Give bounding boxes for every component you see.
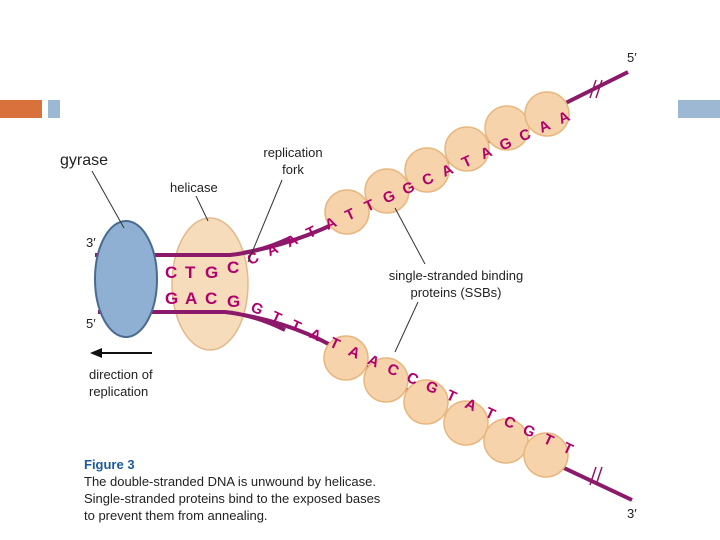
ssb-protein <box>443 400 489 446</box>
replication-fork-label-2: fork <box>282 162 304 177</box>
upper-break-mark <box>589 79 603 99</box>
svg-text:G: G <box>227 292 240 311</box>
ssb-protein <box>363 357 409 403</box>
ssb-protein <box>324 189 370 235</box>
helicase-pointer <box>195 195 209 222</box>
ssb-group-lower <box>323 335 569 478</box>
ssb-protein <box>403 379 449 425</box>
ssb-protein <box>483 418 529 464</box>
ssb-pointer-lower <box>394 301 419 353</box>
ssb-protein <box>484 105 530 151</box>
ssb-protein <box>404 147 450 193</box>
strand-end-3prime-bottom: 3′ <box>627 506 637 521</box>
lower-break-mark <box>589 466 603 486</box>
ssb-label-1: single-stranded binding <box>389 268 523 283</box>
ssb-label-2: proteins (SSBs) <box>410 285 501 300</box>
svg-text:T: T <box>185 263 196 282</box>
direction-label-2: replication <box>89 384 148 399</box>
direction-arrow <box>90 348 152 358</box>
direction-label-1: direction of <box>89 367 153 382</box>
fork-pointer <box>247 179 283 263</box>
gyrase-pointer <box>91 170 125 229</box>
strand-end-3prime-left: 3′ <box>86 235 96 250</box>
ssb-pointer-upper <box>394 207 426 265</box>
svg-text:C: C <box>165 263 177 282</box>
ssb-protein <box>524 91 570 137</box>
ssb-protein <box>523 432 569 478</box>
replication-fork-label-1: replication <box>263 145 322 160</box>
helicase-enzyme <box>171 217 249 351</box>
ssb-protein <box>323 335 369 381</box>
pointer-lines <box>91 170 426 353</box>
strand-base: A <box>283 231 300 251</box>
accent-bar-orange <box>0 100 42 118</box>
inner-bases-top: C T G C <box>165 258 239 282</box>
gyrase-label: gyrase <box>60 152 108 169</box>
accent-bar-blue-left <box>48 100 60 118</box>
caption-line-2: Single-stranded proteins bind to the exp… <box>84 491 381 506</box>
gyrase-enzyme <box>94 220 158 338</box>
figure-title: Figure 3 <box>84 457 135 472</box>
ssb-protein <box>444 126 490 172</box>
strand-base: T <box>482 404 497 423</box>
svg-text:G: G <box>165 289 178 308</box>
strand-end-5prime-top: 5′ <box>627 50 637 65</box>
strand-end-5prime-left: 5′ <box>86 316 96 331</box>
helicase-label: helicase <box>170 180 218 195</box>
inner-bases-bottom: G A C G <box>165 289 240 311</box>
svg-text:A: A <box>185 289 197 308</box>
svg-text:C: C <box>205 289 217 308</box>
ssb-protein <box>364 168 410 214</box>
lower-strand-front <box>98 310 286 332</box>
svg-text:C: C <box>227 258 239 277</box>
accent-bar-blue-right <box>678 100 720 118</box>
svg-text:G: G <box>205 263 218 282</box>
ssb-group-upper <box>324 91 570 235</box>
caption-line-1: The double-stranded DNA is unwound by he… <box>84 474 376 489</box>
upper-strand-front <box>95 236 291 257</box>
caption-line-3: to prevent them from annealing. <box>84 508 268 523</box>
